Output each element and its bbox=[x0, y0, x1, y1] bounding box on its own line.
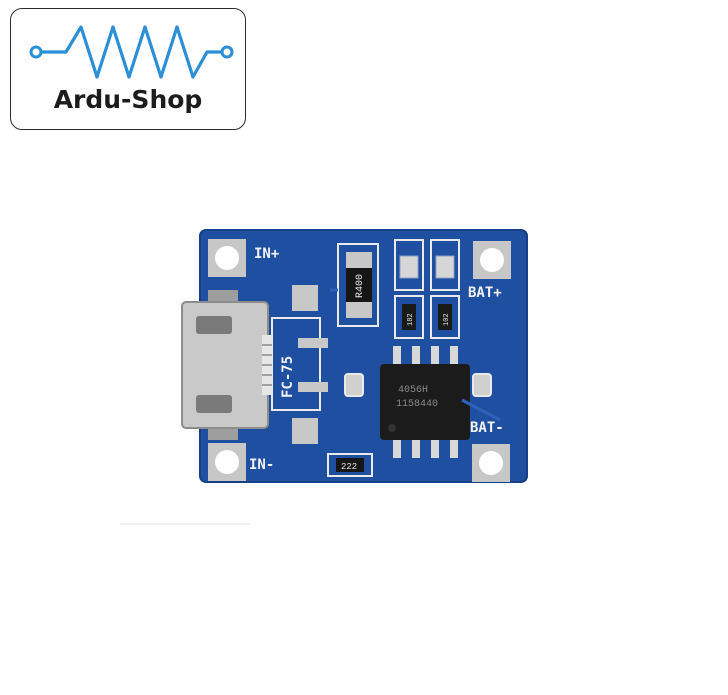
resistor-wave-icon bbox=[29, 25, 234, 79]
brand-logo: Ardu-Shop bbox=[10, 8, 246, 130]
chip-marking-2: 1158440 bbox=[396, 399, 438, 410]
label-bat-minus: BAT- bbox=[470, 420, 504, 436]
label-in-minus: IN- bbox=[249, 457, 274, 473]
chip-marking-1: 4056H bbox=[398, 385, 428, 396]
mounting-holes bbox=[208, 239, 511, 482]
ic-chip bbox=[380, 346, 470, 458]
label-model: FC-75 bbox=[280, 356, 296, 398]
label-in-plus: IN+ bbox=[254, 246, 279, 262]
label-bat-plus: BAT+ bbox=[468, 285, 502, 301]
brand-name: Ardu-Shop bbox=[53, 85, 203, 114]
micro-usb-connector bbox=[181, 290, 272, 440]
label-smd-left: 182 bbox=[407, 313, 415, 326]
label-smd-right: 102 bbox=[443, 313, 451, 326]
label-resistor-small: 222 bbox=[341, 462, 357, 472]
label-resistor-main: R400 bbox=[355, 274, 366, 298]
